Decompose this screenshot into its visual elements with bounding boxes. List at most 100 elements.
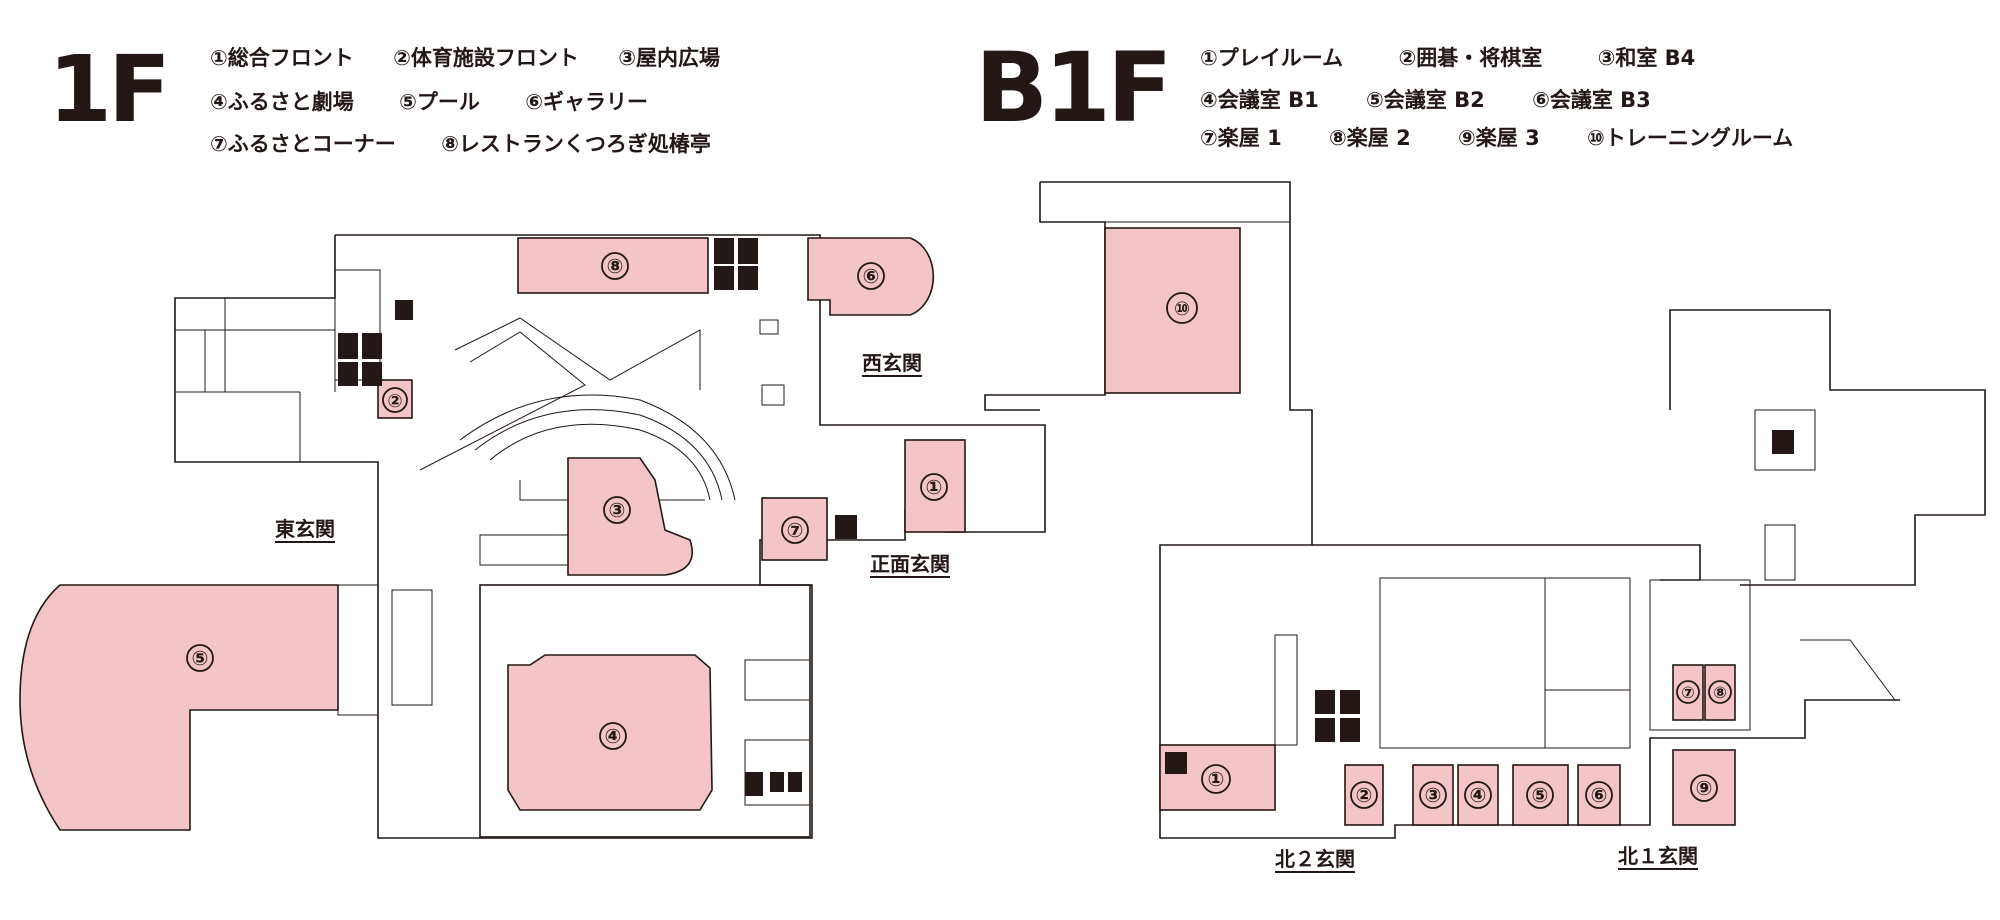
- legend-item: ②囲碁・将棋室: [1398, 46, 1543, 70]
- toilet-icon: [1315, 690, 1360, 742]
- svg-text:②: ②: [387, 391, 402, 412]
- wall: [1312, 544, 1701, 581]
- pool-locker: [337, 584, 379, 716]
- legend-item: ③屋内広場: [618, 46, 720, 70]
- entrance-label-front: 正面玄関: [870, 552, 950, 578]
- room-label-6: ⑥: [1585, 781, 1613, 809]
- atrium-outline: [419, 331, 586, 471]
- legend-item: ⑤プール: [399, 90, 480, 114]
- room-label-8: ⑧: [1708, 680, 1732, 704]
- svg-text:③: ③: [609, 498, 626, 522]
- wall: [1800, 639, 1896, 701]
- legend-item: ⑦楽屋 1: [1200, 126, 1282, 150]
- elevator-icon: [1772, 430, 1794, 454]
- room-label-5: ⑤: [1526, 781, 1554, 809]
- room-label-10: ⑩: [1166, 292, 1198, 324]
- room-7-dressing-1: [1672, 664, 1704, 721]
- wall: [1040, 181, 1900, 839]
- svg-text:⑥: ⑥: [863, 264, 880, 288]
- stairs-icon: [474, 409, 723, 501]
- legend-item: ⑤会議室 B2: [1366, 88, 1485, 112]
- room-9-dressing-3: [1672, 749, 1736, 826]
- room-3-indoor-plaza: [567, 457, 693, 576]
- room-6-meeting-b3: [1577, 764, 1621, 826]
- room-label-1: ①: [920, 473, 948, 501]
- elevator-icon: [395, 300, 413, 320]
- hall-block: [1379, 577, 1631, 749]
- room-label-9: ⑨: [1690, 774, 1718, 802]
- toilet-icon: [714, 238, 758, 290]
- svg-text:②: ②: [1356, 783, 1373, 807]
- svg-text:⑤: ⑤: [192, 646, 209, 670]
- legend-item: ④ふるさと劇場: [210, 90, 354, 114]
- stairs-icon: [489, 423, 711, 501]
- legend-1f-row-1: ①総合フロント ②体育施設フロント ③屋内広場: [210, 48, 720, 69]
- room-label-4: ④: [1464, 781, 1492, 809]
- svg-text:⑦: ⑦: [787, 518, 804, 542]
- stairs-icon: [1764, 524, 1796, 581]
- pool-locker: [391, 589, 433, 706]
- room-label-3: ③: [603, 496, 631, 524]
- svg-text:⑩: ⑩: [1174, 298, 1190, 320]
- legend-item: ④会議室 B1: [1200, 88, 1319, 112]
- svg-text:①: ①: [1208, 767, 1225, 791]
- bench: [479, 534, 571, 566]
- legend-item: ⑨楽屋 3: [1458, 126, 1540, 150]
- svg-text:④: ④: [605, 724, 622, 748]
- room-label-2: ②: [382, 387, 408, 413]
- room-label-5: ⑤: [186, 644, 214, 672]
- legend-item: ⑥会議室 B3: [1532, 88, 1651, 112]
- legend-b1f-row-2: ④会議室 B1 ⑤会議室 B2 ⑥会議室 B3: [1200, 90, 1651, 111]
- room-label-3: ③: [1419, 781, 1447, 809]
- legend-item: ⑦ふるさとコーナー: [210, 132, 396, 156]
- entrance-label-east: 東玄関: [275, 517, 335, 543]
- floor-plan-b1f: ⑩ ① ② ③ ④ ⑤ ⑥ ⑦: [984, 181, 1986, 839]
- stairs-icon: [744, 659, 811, 701]
- room-8-dressing-2: [1704, 664, 1736, 721]
- room-6-gallery: [807, 237, 935, 316]
- legend-item: ①プレイルーム: [1200, 46, 1344, 70]
- room-7-furusato-corner: [761, 497, 828, 561]
- room-label-6: ⑥: [857, 262, 885, 290]
- baby-changing-icon: [1165, 752, 1187, 774]
- svg-text:③: ③: [1425, 783, 1442, 807]
- room-8-restaurant: [517, 237, 709, 294]
- elevator-icon: [835, 515, 857, 539]
- legend-item: ⑧レストランくつろぎ処椿亭: [441, 132, 711, 156]
- toilet-icon: [338, 333, 382, 386]
- legend-item: ③和室 B4: [1597, 46, 1696, 70]
- room-10-training: [1104, 227, 1241, 394]
- column: [761, 384, 785, 406]
- room-label-1: ①: [1201, 764, 1231, 794]
- svg-text:⑨: ⑨: [1696, 776, 1713, 800]
- room-label-8: ⑧: [601, 252, 629, 280]
- room-label-7: ⑦: [781, 516, 809, 544]
- column: [759, 319, 779, 335]
- legend-1f-row-3: ⑦ふるさとコーナー ⑧レストランくつろぎ処椿亭: [210, 134, 711, 155]
- room-5-pool: [19, 584, 339, 831]
- wall: [1669, 309, 1986, 586]
- room-4-theater: [507, 654, 713, 811]
- svg-text:⑧: ⑧: [607, 254, 624, 278]
- room-label-4: ④: [599, 722, 627, 750]
- svg-text:⑦: ⑦: [1681, 683, 1695, 702]
- stairs-icon: [459, 394, 736, 501]
- legend-item: ⑩トレーニングルーム: [1587, 126, 1794, 150]
- stairs-icon: [1274, 634, 1298, 746]
- theater-block: [479, 584, 811, 838]
- svg-text:⑥: ⑥: [1591, 783, 1608, 807]
- svg-text:④: ④: [1470, 783, 1487, 807]
- legend-b1f-row-1: ①プレイルーム ②囲碁・将棋室 ③和室 B4: [1200, 48, 1695, 69]
- elevator-room: [1754, 409, 1816, 471]
- room-label-2: ②: [1350, 781, 1378, 809]
- entrance-label-north-2: 北２玄関: [1275, 847, 1355, 873]
- entrance-label-north-1: 北１玄関: [1618, 844, 1698, 870]
- entrance-label-west: 西玄関: [862, 351, 922, 377]
- room-label-7: ⑦: [1676, 680, 1700, 704]
- room-1-general-front: [904, 439, 966, 533]
- legend-item: ②体育施設フロント: [393, 46, 579, 70]
- legend-b1f-row-3: ⑦楽屋 1 ⑧楽屋 2 ⑨楽屋 3 ⑩トレーニングルーム: [1200, 128, 1793, 149]
- svg-text:⑤: ⑤: [1532, 783, 1549, 807]
- room-5-meeting-b2: [1512, 764, 1569, 826]
